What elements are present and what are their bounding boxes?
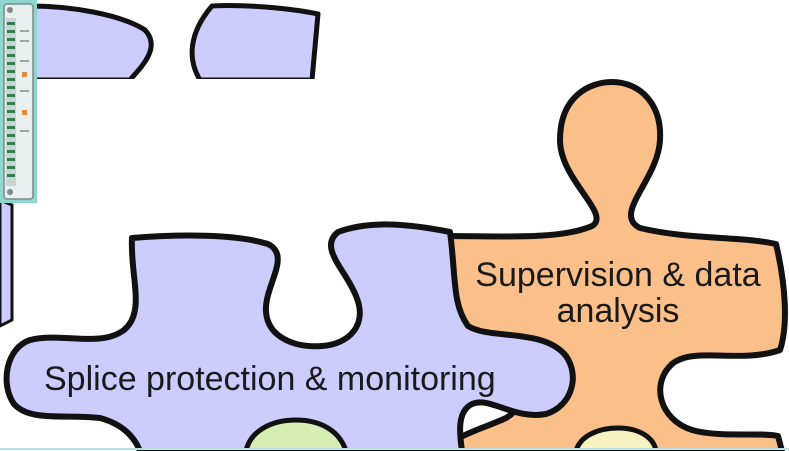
- rack-device-thumbnail-icon: [0, 0, 37, 203]
- supervision-label-line2: analysis: [556, 291, 680, 330]
- splice-puzzle-piece: [3, 221, 576, 451]
- supervision-label: Supervision & data analysis: [458, 256, 778, 330]
- top-left-puzzle-piece: [27, 2, 328, 89]
- splice-label: Splice protection & monitoring: [44, 360, 496, 398]
- yellow-puzzle-knob: [573, 425, 659, 451]
- left-edge-puzzle-piece: [0, 198, 14, 328]
- supervision-label-line1: Supervision & data: [475, 256, 761, 294]
- green-puzzle-knob: [243, 417, 349, 451]
